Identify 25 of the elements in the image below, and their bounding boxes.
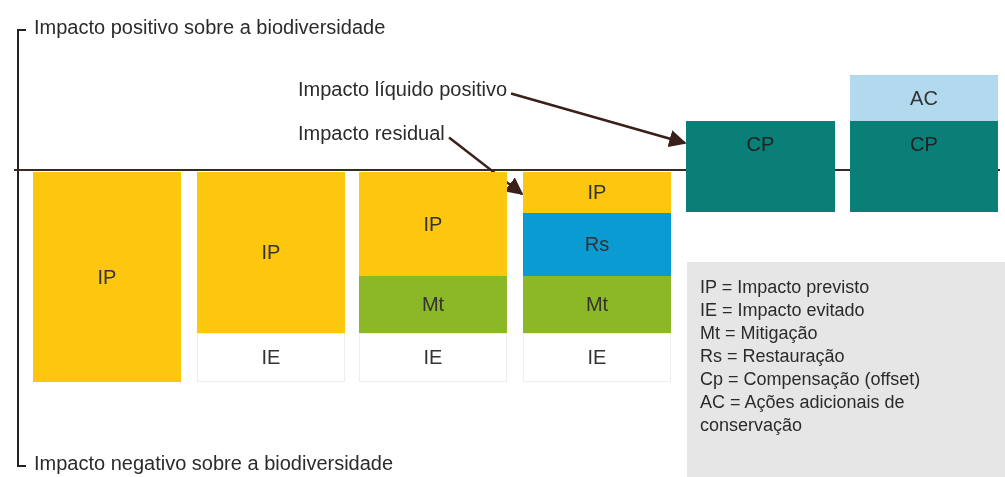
impact-block: IP [523,172,671,213]
impact-block: CP [686,121,835,212]
impact-block: Mt [359,276,507,333]
legend-text: IE = Impacto evitado [700,299,866,322]
legend-text: Cp = Compensação (offset) [700,368,922,391]
leader-arrow [510,92,687,148]
leader-arrow [448,136,524,196]
impact-block: Mt [523,276,671,333]
impact-block: CP [850,121,998,212]
impact-block: Rs [523,213,671,276]
impact-block: AC [850,75,998,121]
impact-block: IE [523,333,671,382]
impact-block: IP [359,172,507,276]
legend-text: IP = Impacto previsto [700,276,871,299]
axis-label: Impacto positivo sobre a biodiversidade [34,16,386,39]
impact-block: IP [197,172,345,333]
annotation-text: Impacto líquido positivo [298,78,507,101]
impact-block: IE [359,333,507,382]
annotation-text: Impacto residual [298,122,445,145]
impact-block: IE [197,333,345,382]
axis-label: Impacto negativo sobre a biodiversidade [34,452,394,475]
legend-text: AC = Ações adicionais de conservação [700,391,906,437]
legend-text: Mt = Mitigação [700,322,819,345]
impact-block: IP [33,172,181,382]
legend-text: Rs = Restauração [700,345,846,368]
